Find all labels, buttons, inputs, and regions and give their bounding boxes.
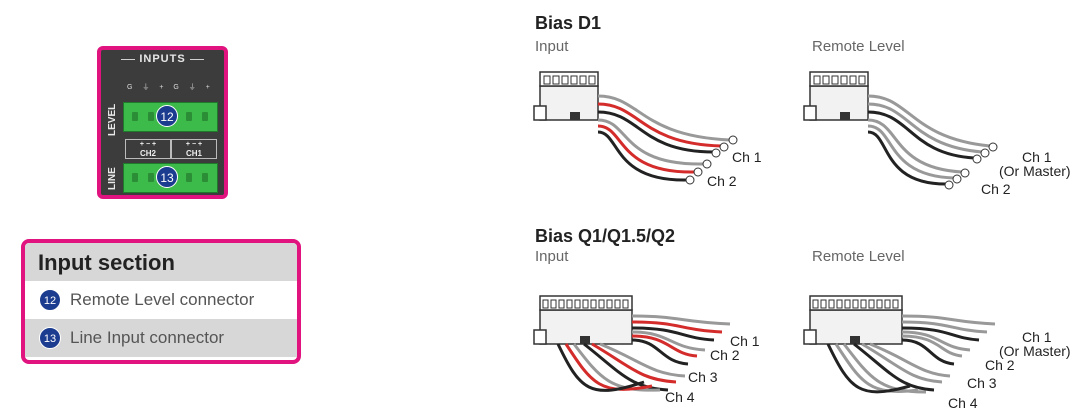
channel-label: Ch 1: [1022, 329, 1052, 345]
input-section-legend: Input section 12 Remote Level connector …: [21, 239, 301, 364]
legend-number-badge: 13: [39, 327, 61, 349]
channel-label: Ch 2: [707, 173, 737, 189]
channel-label: Ch 4: [948, 395, 978, 411]
legend-number-badge: 12: [39, 289, 61, 311]
remote-level-subheading: Remote Level: [812, 38, 905, 55]
line-badge: 13: [156, 166, 178, 188]
channel-label: Ch 2: [981, 181, 1011, 197]
channel-label: Ch 3: [688, 369, 718, 385]
d1-remote-connector: [803, 71, 998, 190]
section-heading: Bias D1: [535, 13, 602, 33]
ch1-box: + − +CH1: [171, 139, 217, 159]
pin-labels: G ⏚ + G ⏚ +: [127, 84, 214, 91]
channel-label: Ch 3: [967, 375, 997, 391]
input-subheading: Input: [535, 248, 569, 265]
section-heading: Bias Q1/Q1.5/Q2: [535, 226, 676, 246]
input-subheading: Input: [535, 38, 569, 55]
channel-label: Ch 2: [985, 357, 1015, 373]
d1-input-connector: [533, 71, 738, 185]
inputs-panel-image: INPUTS G ⏚ + G ⏚ + LEVEL 12 + − +CH2 + −…: [97, 46, 228, 199]
channel-label: (Or Master): [999, 163, 1071, 179]
q-remote-connector: [803, 295, 996, 394]
channel-label: (Or Master): [999, 343, 1071, 359]
ch2-box: + − +CH2: [125, 139, 171, 159]
channel-label: Ch 2: [710, 347, 740, 363]
level-badge: 12: [156, 105, 178, 127]
remote-level-subheading: Remote Level: [812, 248, 905, 265]
panel-title: INPUTS: [101, 53, 224, 65]
channel-label: Ch 1: [732, 149, 762, 165]
legend-item-label: Line Input connector: [70, 328, 225, 347]
legend-item-label: Remote Level connector: [70, 290, 255, 309]
legend-item: 13 Line Input connector: [25, 319, 297, 357]
channel-label: Ch 1: [1022, 149, 1052, 165]
legend-title: Input section: [25, 243, 297, 281]
legend-item: 12 Remote Level connector: [25, 281, 297, 319]
q-input-connector: [533, 295, 731, 392]
channel-label: Ch 1: [730, 333, 760, 349]
channel-label: Ch 4: [665, 389, 695, 405]
